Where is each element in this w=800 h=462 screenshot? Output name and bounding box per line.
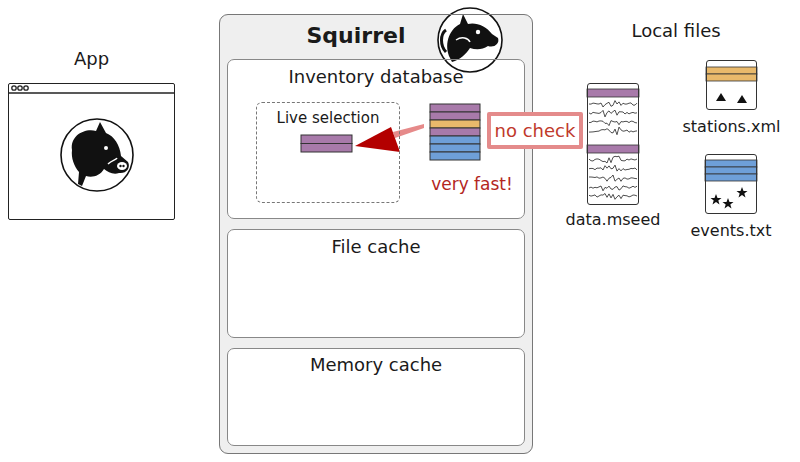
box-title: Memory cache: [310, 354, 442, 376]
window-chrome: [24, 86, 28, 90]
box-title: File cache: [331, 236, 420, 258]
file-icon: [705, 160, 757, 167]
record-stack: [430, 144, 480, 152]
record-stack: [430, 112, 480, 120]
seismic-trace: [589, 156, 637, 163]
file-name: App: [74, 48, 109, 70]
file-icon: [587, 60, 757, 214]
app-logo: [61, 119, 133, 191]
selected-records: [301, 135, 352, 152]
window-chrome: [8, 86, 175, 93]
app-logo: [117, 162, 127, 170]
note-label: very fast!: [431, 174, 513, 194]
system-panel: SquirrelInventory databaseLive selection…: [219, 14, 533, 454]
selection-arrow: [355, 127, 400, 152]
app-logo: [61, 119, 133, 191]
squirrel-logo: [476, 30, 480, 34]
file-icon: [587, 83, 639, 205]
panel-fill: [227, 229, 525, 338]
file-name: data.mseed: [566, 210, 661, 229]
panel-fill: [219, 14, 533, 454]
box-title: Squirrel: [307, 23, 406, 49]
record-stack: [430, 136, 480, 144]
event-symbol: [711, 187, 748, 209]
seismic-trace: [589, 186, 637, 191]
squirrel-logo: [456, 38, 470, 42]
selection-box: Live selection: [256, 102, 400, 203]
station-symbol: [737, 95, 747, 103]
cache-panel: Memory cache: [227, 348, 525, 446]
file-icon: [706, 67, 757, 74]
station-symbol: [716, 93, 726, 101]
seismic-trace: [589, 101, 637, 107]
seismic-trace: [589, 101, 637, 200]
app-logo: [72, 122, 129, 186]
seismic-trace: [589, 175, 637, 181]
panel-fill: [227, 59, 525, 219]
file-name: events.txt: [690, 221, 771, 240]
app-logo: [122, 165, 124, 167]
box-title: no check: [495, 120, 576, 142]
file-icon: [587, 89, 639, 97]
group-label: Local files: [631, 20, 720, 42]
record-stack: [430, 104, 480, 160]
station-symbol: [716, 93, 747, 103]
box-title: Inventory database: [288, 66, 463, 88]
panel-fill: [227, 348, 525, 446]
squirrel-logo: [438, 8, 502, 72]
database-panel: Inventory databaseLive selection: [227, 59, 525, 219]
seismic-trace: [589, 121, 637, 126]
window-chrome: [18, 86, 22, 90]
cache-panel: File cache: [227, 229, 525, 338]
panel-fill: [8, 14, 533, 454]
app-logo: [108, 158, 117, 164]
file-icon: [705, 154, 757, 214]
callout-box: no check: [487, 112, 583, 149]
selected-records: [301, 135, 352, 144]
seismic-trace: [589, 127, 637, 135]
app-logo: [119, 165, 121, 167]
file-icon: [587, 145, 639, 153]
squirrel-logo: [438, 8, 502, 72]
window-chrome: [12, 86, 16, 90]
file-icon: [706, 60, 757, 110]
file-icon: [705, 174, 757, 181]
panel-fill: [8, 83, 175, 220]
file-icon: stations.xml: [706, 60, 757, 110]
selection-arrow: [355, 124, 424, 152]
record-stack: [430, 128, 480, 136]
box-title: Live selection: [277, 109, 380, 127]
seismic-trace: [589, 194, 637, 200]
record-stack: [430, 120, 480, 128]
event-symbol: [723, 198, 734, 209]
window-chrome: [8, 92, 175, 93]
file-icon: data.mseed: [587, 83, 639, 205]
record-stack: [430, 152, 480, 160]
selection-arrow: [393, 124, 424, 138]
seismic-trace: [589, 165, 637, 171]
file-icon: [705, 167, 757, 174]
event-symbol: [737, 187, 748, 198]
file-name: stations.xml: [683, 117, 781, 136]
event-symbol: [711, 194, 722, 205]
seismic-trace: [589, 110, 637, 117]
selected-records: [301, 144, 352, 153]
app-logo: [104, 146, 108, 150]
squirrel-logo: [442, 30, 447, 52]
squirrel-logo: [447, 14, 498, 62]
file-icon: [706, 74, 757, 81]
app-window: App: [8, 83, 175, 220]
record-stack: [430, 104, 480, 112]
file-icon: events.txt: [705, 154, 757, 214]
